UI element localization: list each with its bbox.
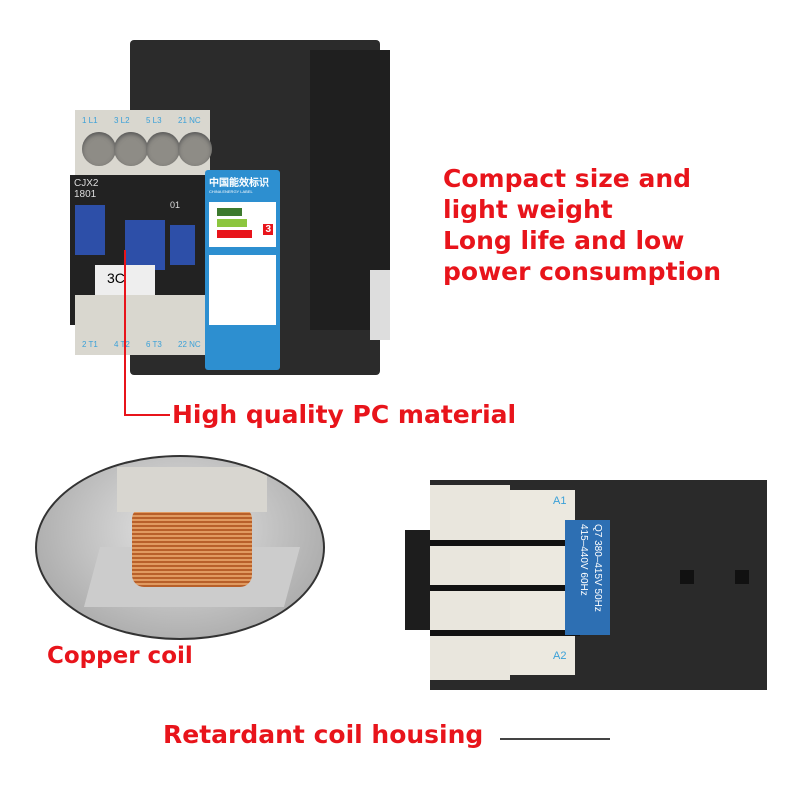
energy-label: 中国能效标识 CHINA ENERGY LABEL 3 bbox=[205, 170, 280, 370]
callout-pc-material: High quality PC material bbox=[172, 400, 517, 429]
feature-line: Long life and low bbox=[443, 226, 685, 255]
energy-label-subtitle: CHINA ENERGY LABEL bbox=[209, 189, 253, 194]
callout-line bbox=[124, 250, 126, 416]
callout-copper-coil: Copper coil bbox=[47, 643, 193, 669]
marking: 01 bbox=[170, 200, 181, 210]
terminal-label: 21 NC bbox=[178, 116, 201, 125]
feature-line: light weight bbox=[443, 195, 613, 224]
callout-line bbox=[500, 738, 610, 740]
model-number: 1801 bbox=[74, 189, 97, 200]
feature-list: Compact size and light weight Long life … bbox=[443, 163, 721, 287]
terminal-label: 22 NC bbox=[178, 340, 201, 349]
terminal-label: 3 L2 bbox=[114, 116, 130, 125]
rating-line: 380–415V 50Hz bbox=[592, 540, 603, 612]
callout-line bbox=[124, 414, 170, 416]
coil-code: Q7 bbox=[592, 524, 603, 538]
terminal-a2: A2 bbox=[553, 650, 567, 662]
model-label: CJX2 bbox=[74, 178, 99, 189]
feature-line: Compact size and bbox=[443, 164, 692, 193]
rating-line: 415–440V 60Hz bbox=[578, 524, 589, 596]
copper-coil-image bbox=[35, 455, 325, 640]
coil-rating-label: Q7 380–415V 50Hz 415–440V 60Hz bbox=[565, 520, 610, 635]
feature-line: power consumption bbox=[443, 257, 722, 286]
terminal-a1: A1 bbox=[553, 495, 567, 507]
terminal-label: 2 T1 bbox=[82, 340, 98, 349]
terminal-label: 1 L1 bbox=[82, 116, 98, 125]
callout-coil-housing: Retardant coil housing bbox=[163, 720, 484, 749]
bottom-contactor-image: A1 A2 Q7 380–415V 50Hz 415–440V 60Hz bbox=[405, 480, 767, 690]
energy-grade: 3 bbox=[263, 224, 273, 235]
energy-label-title: 中国能效标识 bbox=[209, 178, 269, 189]
terminal-label: 6 T3 bbox=[146, 340, 162, 349]
terminal-label: 4 T2 bbox=[114, 340, 130, 349]
terminal-label: 5 L3 bbox=[146, 116, 162, 125]
